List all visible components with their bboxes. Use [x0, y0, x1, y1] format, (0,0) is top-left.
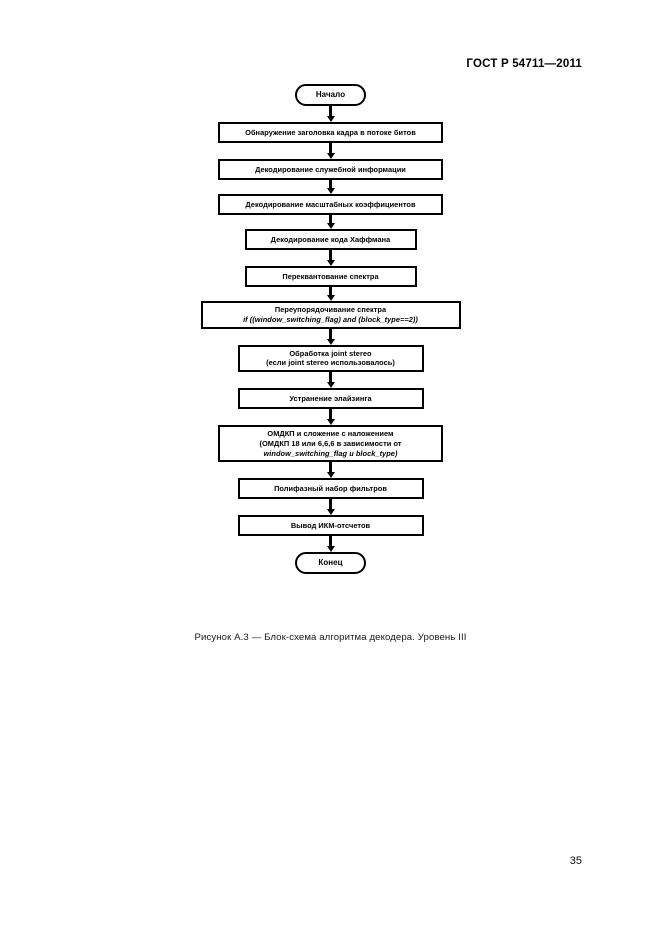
connector-huffman-to-requantize — [325, 250, 336, 266]
connector-stem — [329, 287, 332, 296]
flow-node-requantize-line-1: Переквантование спектра — [282, 271, 379, 281]
flow-node-reorder: Переупорядочивание спектра if ((window_s… — [200, 301, 461, 329]
flow-node-pcm-output-line-1: Вывод ИКМ-отсчетов — [290, 520, 371, 530]
flow-node-joint-stereo-line-2: (если joint stereo использовалось) — [266, 358, 395, 368]
flow-node-frame-header: Обнаружение заголовка кадра в потоке бит… — [218, 122, 443, 143]
arrow-head-icon — [326, 188, 335, 194]
flow-node-polyphase-line-1: Полифазный набор фильтров — [274, 483, 387, 493]
arrow-head-icon — [326, 260, 335, 266]
figure-caption: Рисунок А.3 — Блок-схема алгоритма декод… — [194, 632, 467, 643]
connector-stem — [329, 180, 332, 189]
page-number: 35 — [569, 855, 582, 867]
connector-reorder-to-joint-stereo — [325, 328, 336, 345]
arrow-head-icon — [326, 338, 335, 345]
flow-node-huffman: Декодирование кода Хаффмана — [244, 229, 417, 250]
flow-node-antialias-line-1: Устранение элайзинга — [289, 393, 372, 403]
flow-node-antialias: Устранение элайзинга — [237, 388, 424, 410]
connector-joint-stereo-to-antialias — [325, 372, 336, 389]
flow-node-joint-stereo: Обработка joint stereo (если joint stere… — [237, 344, 424, 373]
flow-node-huffman-line-1: Декодирование кода Хаффмана — [270, 234, 391, 244]
connector-scalefactors-to-huffman — [325, 215, 336, 229]
flow-node-imdct-line-3: window_switching_flag и block_type) — [263, 448, 398, 458]
connector-stem — [329, 409, 332, 420]
arrow-head-icon — [326, 509, 335, 516]
connector-pcm-output-to-end — [325, 536, 336, 553]
flow-node-end: Конец — [295, 552, 366, 575]
flow-node-scalefactors-line-1: Декодирование масштабных коэффициентов — [245, 199, 416, 209]
flow-node-scalefactors: Декодирование масштабных коэффициентов — [218, 194, 443, 215]
flow-node-polyphase: Полифазный набор фильтров — [237, 478, 424, 500]
flow-node-requantize: Переквантование спектра — [244, 266, 417, 287]
flow-node-side-info: Декодирование служебной информации — [218, 159, 443, 180]
flow-node-side-info-line-1: Декодирование служебной информации — [255, 164, 406, 174]
flow-node-frame-header-line-1: Обнаружение заголовка кадра в потоке бит… — [245, 127, 416, 137]
connector-stem — [329, 215, 332, 224]
flow-node-pcm-output: Вывод ИКМ-отсчетов — [237, 515, 424, 537]
connector-stem — [329, 499, 332, 510]
connector-antialias-to-imdct — [325, 409, 336, 426]
document-header: ГОСТ Р 54711—2011 — [466, 58, 582, 70]
connector-requantize-to-reorder — [325, 287, 336, 301]
connector-stem — [329, 328, 332, 340]
flow-node-imdct-line-1: ОМДКП и сложение с наложением — [267, 429, 394, 439]
flow-node-imdct: ОМДКП и сложение с наложением (ОМДКП 18 … — [218, 425, 443, 463]
connector-stem — [329, 250, 332, 261]
arrow-head-icon — [326, 382, 335, 389]
flow-node-end-line-1: Конец — [318, 558, 343, 568]
arrow-head-icon — [326, 546, 335, 553]
connector-stem — [329, 462, 332, 473]
connector-imdct-to-polyphase — [325, 462, 336, 479]
flow-node-reorder-line-1: Переупорядочивание спектра — [274, 305, 387, 314]
connector-side-info-to-scalefactors — [325, 180, 336, 194]
arrow-head-icon — [326, 472, 335, 479]
flow-node-start-line-1: Начало — [315, 89, 346, 99]
flow-node-reorder-line-2: if ((window_switching_flag) and (block_t… — [243, 314, 418, 324]
arrow-head-icon — [326, 116, 335, 122]
flow-node-imdct-line-2: (ОМДКП 18 или 6,6,6 в зависимости от — [259, 438, 402, 448]
arrow-head-icon — [326, 153, 335, 159]
connector-stem — [329, 536, 332, 547]
connector-stem — [329, 143, 332, 154]
flowchart: Начало Обнаружение заголовка кадра в пот… — [0, 84, 661, 575]
connector-polyphase-to-pcm-output — [325, 499, 336, 516]
flow-node-joint-stereo-line-1: Обработка joint stereo — [289, 348, 372, 358]
connector-start-to-frame-header — [325, 106, 336, 122]
connector-stem — [329, 372, 332, 383]
connector-frame-header-to-side-info — [325, 143, 336, 159]
arrow-head-icon — [326, 419, 335, 426]
arrow-head-icon — [326, 295, 335, 301]
arrow-head-icon — [326, 223, 335, 229]
flow-node-start: Начало — [295, 84, 366, 106]
connector-stem — [329, 106, 332, 117]
